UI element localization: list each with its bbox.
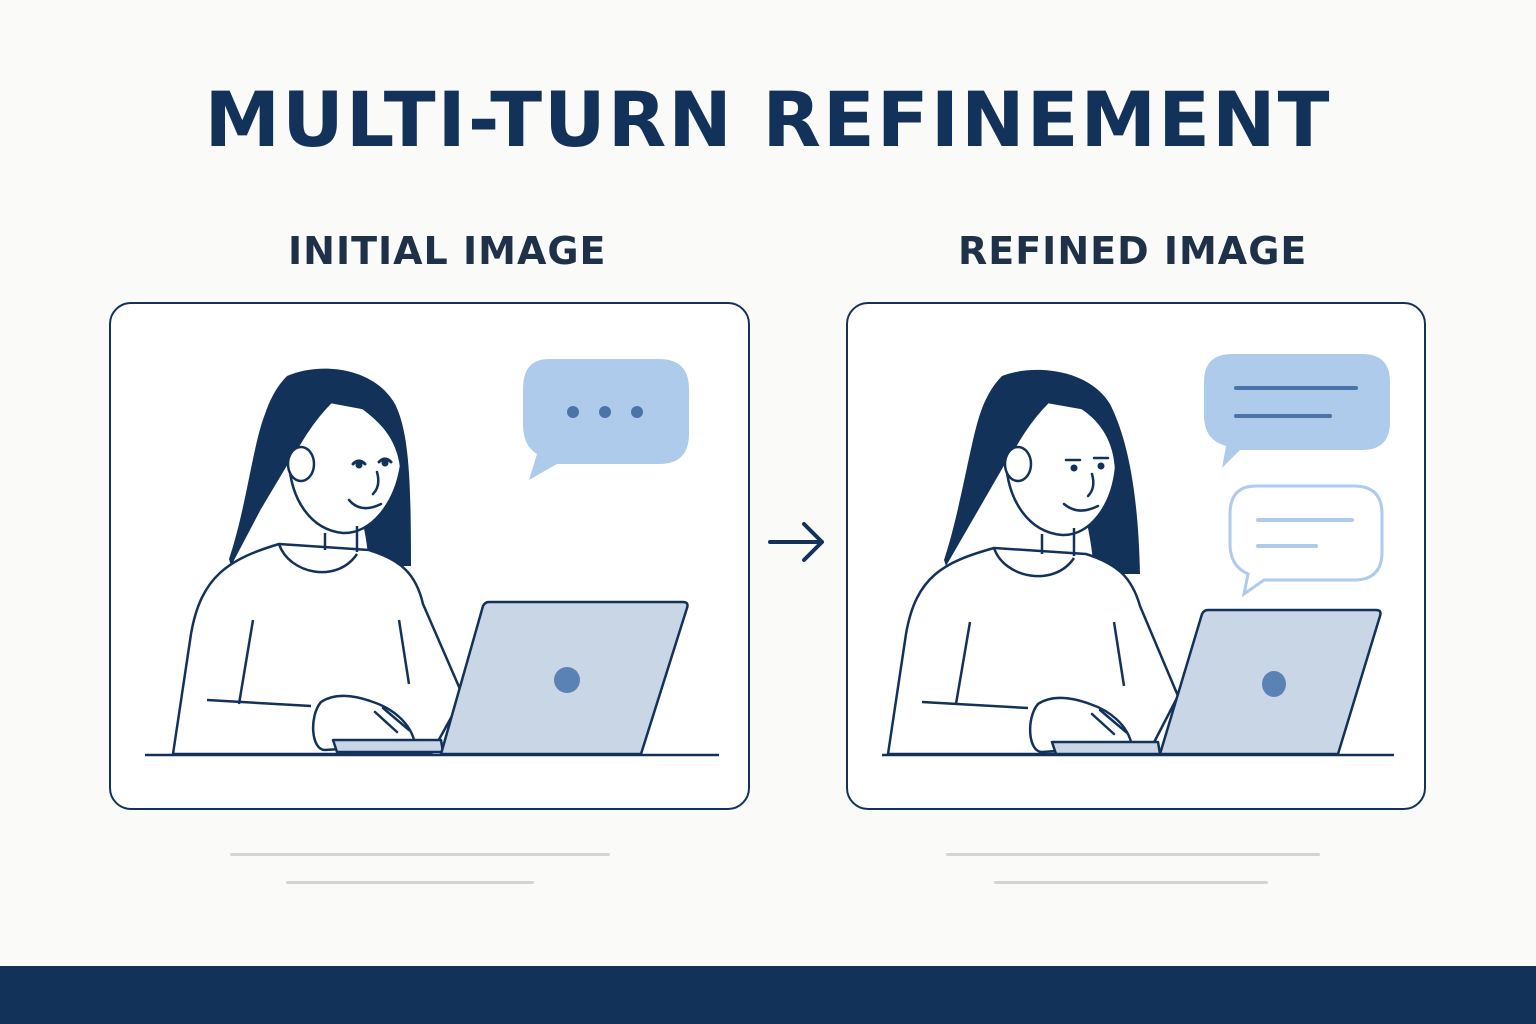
ear-shape: [1003, 445, 1033, 483]
caption-line-left-1: [230, 853, 610, 856]
typing-dots-bubble-icon: [523, 359, 689, 480]
message-bubble-filled-icon: [1204, 354, 1390, 468]
message-bubble-outline-icon: [1228, 484, 1384, 598]
laptop-base: [1050, 740, 1162, 756]
woman-figure: [171, 368, 465, 756]
caption-line-left-2: [286, 881, 534, 884]
laptop-base: [331, 738, 445, 754]
collar-line: [277, 543, 359, 574]
caption-line-right-2: [994, 881, 1268, 884]
initial-image-panel: [109, 302, 750, 810]
refined-illustration: [882, 354, 1394, 757]
ear-shape: [286, 445, 316, 483]
laptop: [331, 600, 689, 756]
footer-bar: [0, 966, 1536, 1024]
hand-shape: [1028, 696, 1134, 754]
laptop-logo-icon: [1262, 671, 1286, 697]
laptop-logo-icon: [554, 667, 580, 693]
initial-illustration: [145, 359, 719, 757]
arrow-right-icon: [768, 522, 824, 562]
refined-image-panel: [846, 302, 1426, 810]
caption-line-right-1: [946, 853, 1320, 856]
refined-image-label: REFINED IMAGE: [958, 229, 1308, 273]
page-title: MULTI-TURN REFINEMENT: [204, 75, 1332, 164]
woman-figure: [886, 369, 1180, 756]
hand-shape: [311, 694, 417, 752]
shirt-shape: [886, 546, 1180, 756]
collar-line: [992, 547, 1076, 578]
initial-image-label: INITIAL IMAGE: [288, 229, 607, 273]
